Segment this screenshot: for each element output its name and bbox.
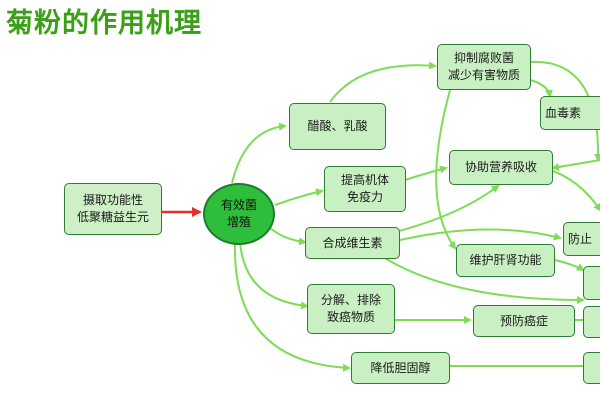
node-lower-cholesterol: 降低胆固醇: [351, 352, 450, 384]
arrow-center-to-cholesterol: [233, 242, 351, 372]
node-right-partial-1: [583, 266, 600, 300]
arrow-center-to-decompose: [239, 241, 309, 310]
node-synthesize-vitamins: 合成维生素: [305, 227, 400, 259]
arrow-immune-to-absorb: [404, 165, 448, 181]
arrow-center-to-immune: [274, 188, 324, 206]
arrow-inhibit-to-serum: [529, 79, 553, 98]
node-improve-immunity: 提高机体 免疫力: [324, 166, 406, 212]
arrow-center-to-acid: [231, 122, 287, 184]
node-source: 摄取功能性 低聚糖益生元: [64, 183, 162, 235]
node-right-partial-2: [583, 306, 600, 338]
arrow-center-to-vitamin: [269, 227, 307, 246]
node-inhibit-spoilage: 抑制腐败菌 减少有害物质: [437, 44, 531, 90]
arrow-acid-to-inhibit: [329, 61, 437, 103]
arrow-liver-to-right: [554, 259, 585, 272]
arrow-inhibit-to-liver: [435, 89, 457, 250]
node-right-partial-3: [583, 352, 600, 384]
arrow-absorb-right: [549, 169, 600, 212]
node-assist-absorption: 协助营养吸收: [449, 150, 553, 185]
node-center-effective-bacteria: 有效菌 增殖: [203, 183, 275, 245]
diagram-title: 菊粉的作用机理: [6, 8, 202, 39]
arrow-vitamin-to-prevent: [399, 228, 562, 241]
arrow-vitamin-down: [379, 254, 585, 304]
node-serum-toxin: 血毒素: [540, 96, 600, 130]
arrow-right-to-absorb: [551, 159, 600, 171]
node-acetic-lactic-acid: 醋酸、乳酸: [289, 103, 386, 150]
node-decompose-carcinogens: 分解、排除 致癌物质: [307, 284, 395, 334]
node-liver-kidney: 维护肝肾功能: [456, 244, 555, 277]
node-prevent-partial: 防止: [563, 222, 600, 256]
arrow-inhibit-loop: [529, 60, 600, 162]
node-prevent-cancer: 预防癌症: [473, 305, 575, 337]
arrow-vitamin-to-absorb: [394, 184, 500, 233]
